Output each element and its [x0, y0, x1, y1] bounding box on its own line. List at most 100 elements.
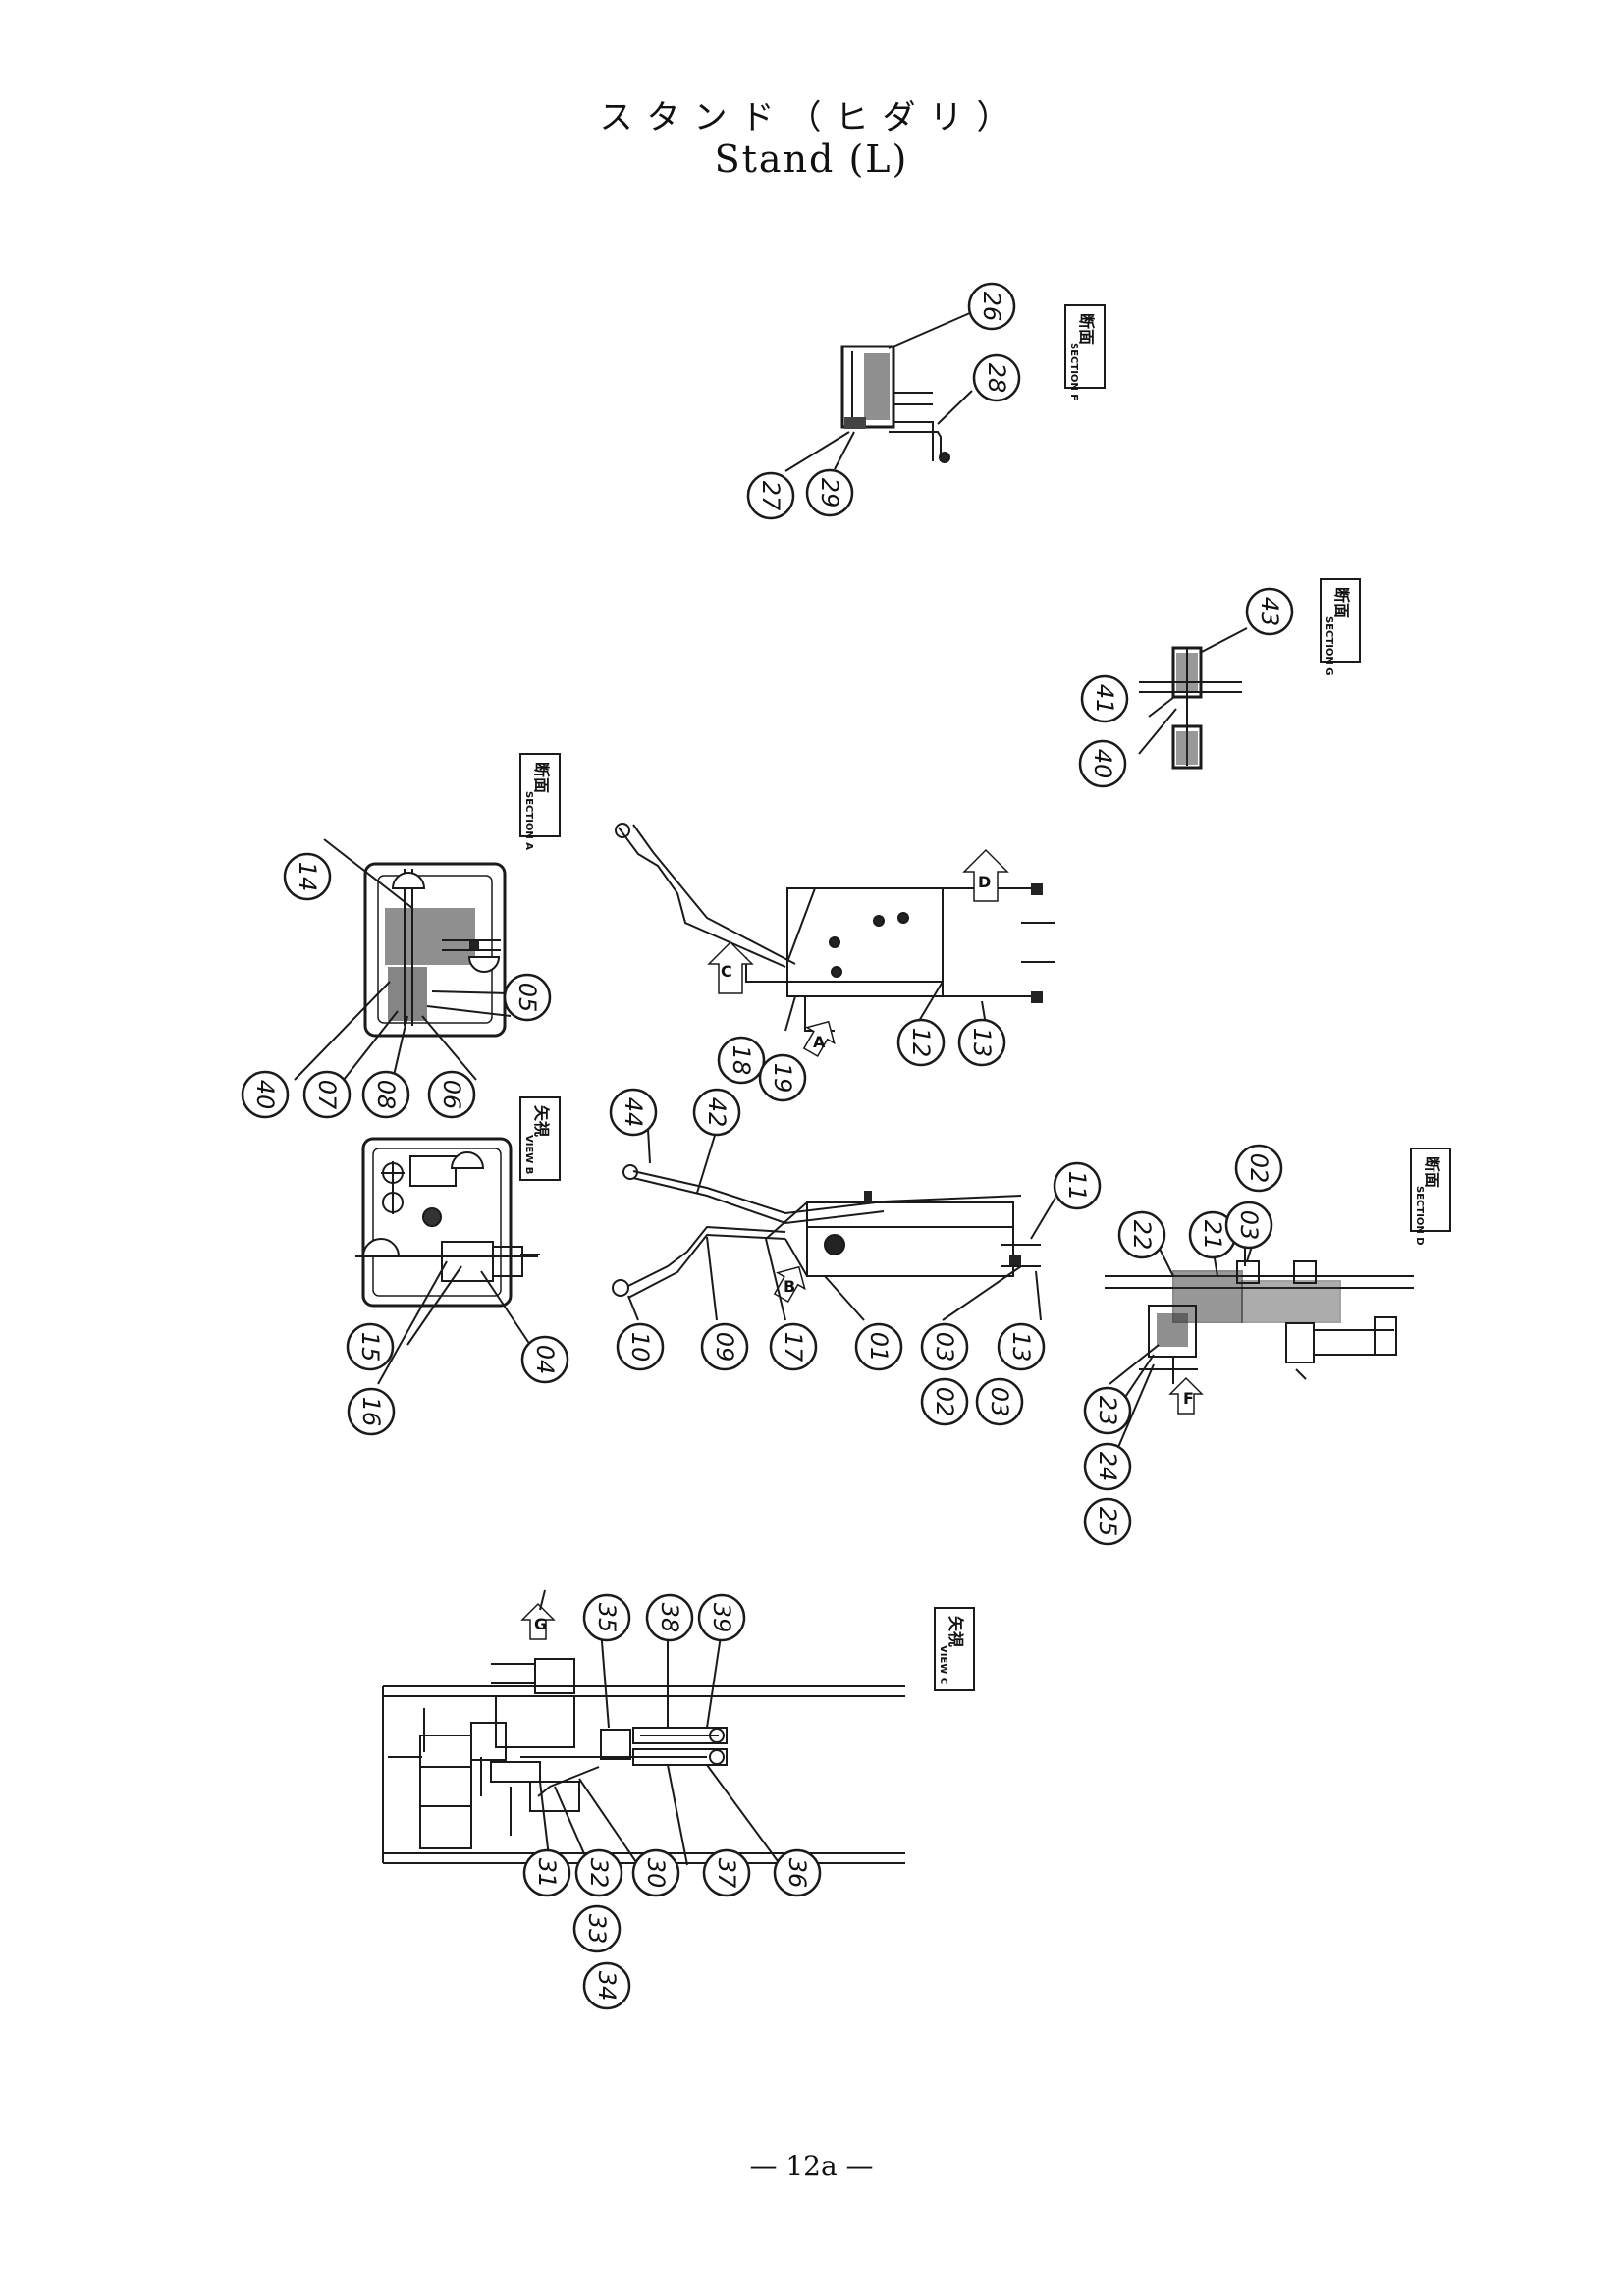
- bubble-circle: [522, 1848, 571, 1897]
- part-number-label: 34: [593, 1971, 621, 2002]
- bubble-circle: [920, 1377, 969, 1426]
- view-label-jp: 断面: [532, 762, 551, 793]
- bubble-circle: [746, 471, 795, 520]
- part-number-bubble: 08: [361, 1070, 410, 1119]
- part-number-bubble: 02: [1234, 1144, 1283, 1193]
- bubble-circle: [896, 1018, 946, 1067]
- bubble-circle: [609, 1088, 658, 1137]
- part-number-label: 02: [1245, 1153, 1272, 1184]
- part-number-label: 27: [757, 481, 784, 511]
- view-label-view-c: 矢視 VIEW C: [934, 1607, 975, 1691]
- part-number-bubble: 11: [1053, 1161, 1102, 1210]
- part-number-label: 36: [784, 1858, 811, 1889]
- part-number-bubble: 12: [896, 1018, 946, 1067]
- view-label-section-a: 断面 SECTION A: [519, 753, 561, 850]
- bubble-circle: [854, 1322, 903, 1371]
- arrow-letter-d: D: [978, 873, 991, 891]
- part-number-label: 35: [593, 1603, 621, 1633]
- bubble-circle: [967, 282, 1016, 331]
- view-label-en: SECTION A: [523, 791, 534, 850]
- part-number-bubble: 34: [582, 1961, 631, 2010]
- part-number-bubble: 33: [572, 1904, 622, 1953]
- section-f-drawing: [784, 311, 973, 472]
- part-number-bubble: 07: [302, 1070, 352, 1119]
- part-number-label: 05: [514, 983, 541, 1013]
- title-japanese: スタンド（ヒダリ）: [599, 98, 1024, 137]
- view-label-jp: 断面: [1423, 1156, 1441, 1188]
- part-number-bubble: 25: [1083, 1497, 1132, 1546]
- view-label-en: SECTION G: [1324, 616, 1334, 675]
- part-number-bubble: 35: [582, 1593, 631, 1642]
- part-number-label: 30: [642, 1858, 670, 1889]
- part-number-label: 12: [907, 1028, 935, 1058]
- part-number-bubble: 23: [1083, 1386, 1132, 1435]
- part-number-bubble: 29: [805, 468, 854, 517]
- view-c-drawing: [382, 1589, 905, 1866]
- view-label-en: SECTION D: [1414, 1186, 1425, 1246]
- arrow-letter-c: C: [721, 962, 732, 981]
- part-number-bubble: 01: [854, 1322, 903, 1371]
- part-number-label: 13: [968, 1028, 996, 1058]
- bubble-circle: [1083, 1442, 1132, 1491]
- arrow-letter-b: B: [784, 1277, 795, 1296]
- bubble-circle: [347, 1387, 396, 1436]
- part-number-bubble: 40: [1078, 739, 1127, 788]
- bubble-circle: [997, 1322, 1046, 1371]
- bubble-circle: [1224, 1201, 1273, 1250]
- page-number: — 12a —: [749, 2150, 874, 2182]
- bubble-circle: [503, 973, 552, 1022]
- bubble-circle: [1234, 1144, 1283, 1193]
- part-number-bubble: 13: [997, 1322, 1046, 1371]
- part-number-label: 17: [780, 1332, 807, 1362]
- part-number-label: 23: [1094, 1396, 1121, 1426]
- bubble-circle: [574, 1848, 623, 1897]
- part-number-label: 03: [1235, 1210, 1263, 1241]
- part-number-bubble: 03: [920, 1322, 969, 1371]
- part-number-bubble: 14: [283, 852, 332, 901]
- part-number-label: 40: [251, 1080, 279, 1110]
- part-number-label: 31: [533, 1858, 561, 1889]
- arrow-letter-f: F: [1183, 1389, 1194, 1408]
- part-number-label: 37: [713, 1858, 740, 1889]
- bubble-circle: [582, 1593, 631, 1642]
- view-label-jp: 断面: [1332, 587, 1351, 618]
- part-number-bubble: 40: [241, 1070, 290, 1119]
- bubble-circle: [616, 1322, 665, 1371]
- section-a-drawing: [294, 838, 512, 1081]
- bubble-circle: [773, 1848, 822, 1897]
- part-number-label: 25: [1094, 1507, 1121, 1537]
- part-number-bubble: 03: [1224, 1201, 1273, 1250]
- part-number-bubble: 24: [1083, 1442, 1132, 1491]
- part-number-bubble: 39: [697, 1593, 746, 1642]
- part-number-label: 14: [294, 862, 321, 892]
- part-number-bubble: 22: [1117, 1210, 1166, 1259]
- part-number-bubble: 27: [746, 471, 795, 520]
- part-number-label: 43: [1256, 597, 1283, 627]
- bubble-circle: [582, 1961, 631, 2010]
- arrow-letter-a: A: [813, 1033, 826, 1051]
- arrow-letter-g: G: [534, 1615, 547, 1633]
- part-number-label: 29: [816, 478, 843, 508]
- view-label-jp: 矢視: [947, 1616, 965, 1647]
- bubble-circle: [572, 1904, 622, 1953]
- bubble-circle: [975, 1377, 1024, 1426]
- view-label-jp: 矢視: [532, 1105, 551, 1137]
- section-d-drawing: [1105, 1221, 1414, 1473]
- part-number-bubble: 31: [522, 1848, 571, 1897]
- bubble-circle: [645, 1593, 694, 1642]
- view-label-section-g: 断面 SECTION G: [1320, 578, 1361, 675]
- bubble-circle: [702, 1848, 751, 1897]
- part-number-label: 26: [978, 292, 1005, 322]
- part-number-label: 18: [728, 1045, 755, 1076]
- bubble-circle: [361, 1070, 410, 1119]
- part-number-label: 16: [357, 1397, 385, 1427]
- part-number-label: 08: [372, 1080, 400, 1110]
- part-number-bubble: 06: [427, 1070, 476, 1119]
- view-label-section-d: 断面 SECTION D: [1410, 1148, 1451, 1246]
- part-number-label: 02: [931, 1387, 958, 1417]
- part-number-label: 32: [585, 1858, 613, 1889]
- part-number-label: 40: [1089, 749, 1116, 779]
- part-number-bubble: 30: [631, 1848, 680, 1897]
